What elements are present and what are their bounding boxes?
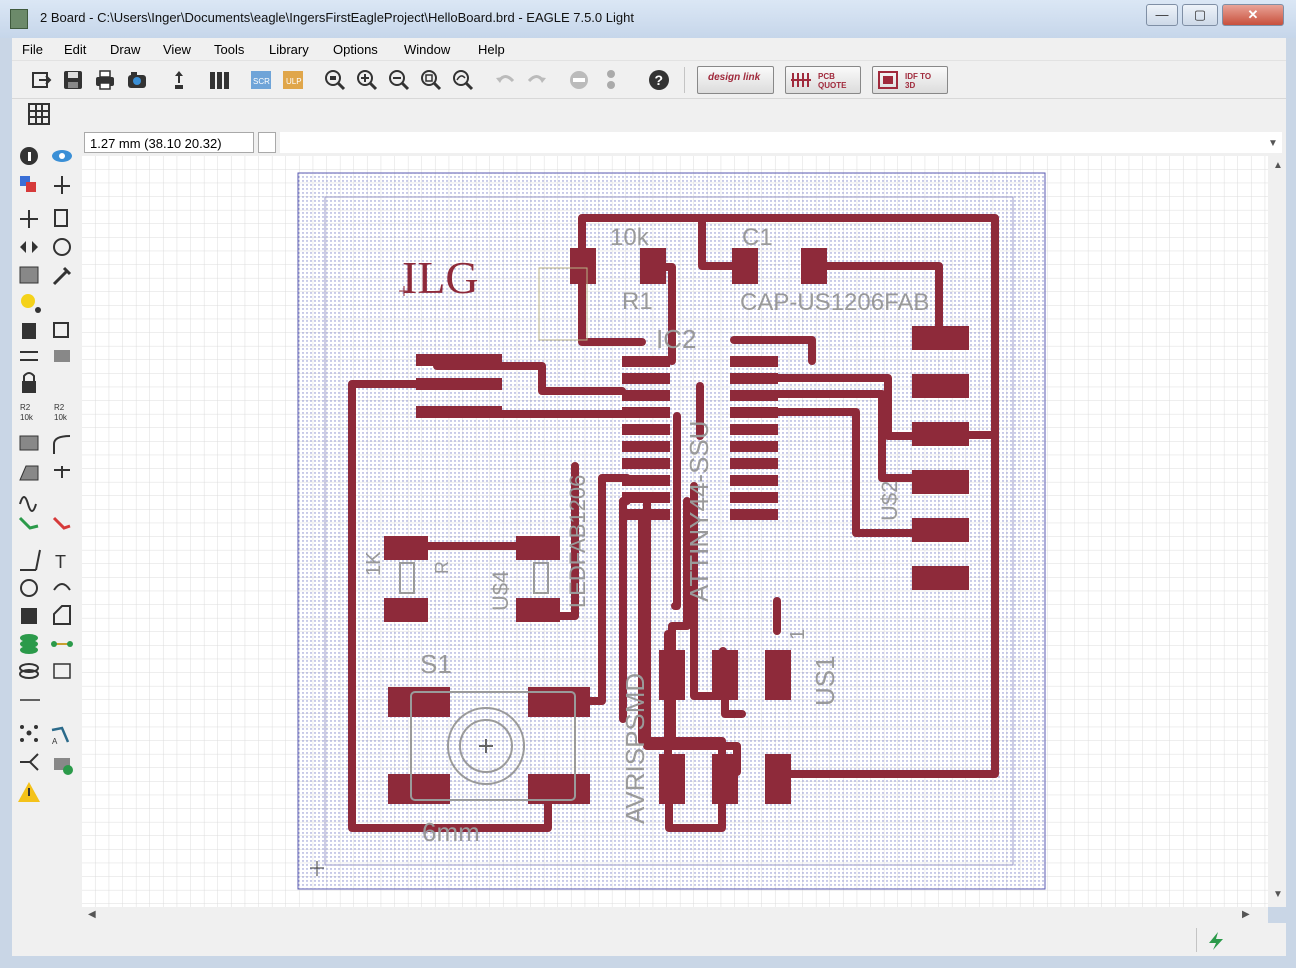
svg-text:10k: 10k (20, 413, 34, 422)
menu-bar: File Edit Draw View Tools Library Option… (12, 38, 1286, 60)
avrisp-label: AVRISPSMD (620, 673, 650, 824)
export-icon[interactable] (168, 69, 190, 91)
print-icon[interactable] (94, 69, 116, 91)
scroll-down-icon[interactable]: ▼ (1273, 889, 1283, 900)
grid-icon[interactable] (28, 103, 50, 125)
svg-text:ULP: ULP (286, 77, 302, 86)
command-input[interactable] (280, 132, 1282, 153)
menu-draw[interactable]: Draw (110, 42, 141, 57)
idf-icon (877, 70, 899, 93)
pcb-layout[interactable]: ILG 10k R1 C1 CAP-US1206FAB IC2 ATTINY44… (82, 156, 1268, 907)
idf-label: IDF TO 3D (905, 72, 932, 90)
pcb-quote-button[interactable]: PCB QUOTE (785, 66, 861, 94)
svg-text:A: A (52, 737, 58, 746)
minimize-button[interactable]: — (1146, 4, 1178, 26)
status-separator (1196, 928, 1197, 952)
svg-text:R2: R2 (54, 403, 65, 412)
close-button[interactable]: ✕ (1222, 4, 1284, 26)
script-icon[interactable]: SCR (250, 69, 272, 91)
svg-text:T: T (55, 552, 66, 572)
coordinate-display: 1.27 mm (38.10 20.32) (84, 132, 254, 153)
design-link-label: design link (708, 72, 761, 83)
zoom-fit-icon[interactable] (324, 69, 346, 91)
open-icon[interactable] (30, 69, 52, 91)
command-history-button[interactable] (258, 132, 276, 153)
zoom-select-icon[interactable] (420, 69, 442, 91)
r1-name-label: R1 (622, 288, 653, 315)
svg-text:R2: R2 (20, 403, 31, 412)
ulp-icon[interactable]: ULP (282, 69, 304, 91)
status-ok-icon[interactable] (1206, 931, 1226, 954)
board-outline (324, 196, 1014, 866)
redo-icon[interactable] (526, 69, 548, 91)
c1-value-label: CAP-US1206FAB (740, 289, 929, 316)
scroll-up-icon[interactable]: ▲ (1273, 160, 1283, 171)
menu-library[interactable]: Library (269, 42, 309, 57)
window-frame-bottom (0, 956, 1296, 968)
status-bar (82, 923, 1286, 956)
menu-help[interactable]: Help (478, 42, 505, 57)
board-canvas[interactable]: ILG 10k R1 C1 CAP-US1206FAB IC2 ATTINY44… (82, 156, 1268, 907)
stop-icon[interactable] (568, 69, 590, 91)
cam-icon[interactable] (126, 69, 148, 91)
c1-name-label: C1 (742, 224, 773, 251)
board-labels: ILG 10k R1 C1 CAP-US1206FAB IC2 ATTINY44… (363, 224, 929, 847)
menu-tools[interactable]: Tools (214, 42, 245, 57)
menu-window[interactable]: Window (404, 42, 451, 57)
r-label: R (432, 561, 452, 574)
parameter-toolbar (12, 98, 1286, 131)
scroll-left-icon[interactable]: ◀ (88, 909, 96, 920)
zoom-out-icon[interactable] (388, 69, 410, 91)
design-link-button[interactable]: design link (697, 66, 774, 94)
pcb-quote-label: PCB QUOTE (818, 72, 847, 90)
pin1-label: 1 (787, 629, 809, 640)
save-icon[interactable] (62, 69, 84, 91)
u2-label: U$2 (877, 481, 902, 521)
scroll-right-icon[interactable]: ▶ (1242, 909, 1250, 920)
title-bar: 2 Board - C:\Users\Inger\Documents\eagle… (0, 0, 1296, 38)
menu-file[interactable]: File (22, 42, 43, 57)
eagle-app-icon (10, 9, 28, 29)
menu-edit[interactable]: Edit (64, 42, 87, 57)
help-icon[interactable]: ? (648, 69, 670, 91)
u4-value-label: LEDFAB1206 (565, 475, 590, 608)
command-toolbar-icons[interactable]: R2 10k R2 10k T A (12, 130, 82, 956)
svg-text:SCR: SCR (253, 77, 270, 86)
main-toolbar: SCR ULP ? design link PCB QUOTE IDF TO 3… (12, 60, 1286, 99)
horizontal-scrollbar[interactable]: ◀ ▶ (82, 907, 1268, 923)
ic2-name-label: IC2 (656, 324, 696, 354)
command-line-row: 1.27 mm (38.10 20.32) ▼ (82, 130, 1286, 156)
command-dropdown-icon[interactable]: ▼ (1268, 138, 1278, 149)
menu-view[interactable]: View (163, 42, 191, 57)
us1-label: US1 (810, 655, 840, 706)
r-1k-label: 1K (363, 551, 385, 576)
menu-options[interactable]: Options (333, 42, 378, 57)
toolbar-separator (684, 67, 685, 93)
zoom-redraw-icon[interactable] (452, 69, 474, 91)
window-title: 2 Board - C:\Users\Inger\Documents\eagle… (40, 10, 634, 25)
pcb-quote-icon (790, 71, 812, 92)
svg-text:?: ? (655, 72, 664, 88)
logo-origin-marker (399, 286, 409, 296)
logo-text: ILG (402, 252, 479, 303)
go-icon[interactable] (600, 69, 622, 91)
silkscreen (399, 267, 588, 801)
r1-value-label: 10k (610, 224, 650, 251)
idf-to-3d-button[interactable]: IDF TO 3D (872, 66, 948, 94)
library-icon[interactable] (208, 69, 230, 91)
command-toolbar: R2 10k R2 10k T A (12, 130, 82, 956)
undo-icon[interactable] (494, 69, 516, 91)
u4-label: U$4 (488, 571, 513, 611)
s1-label: S1 (420, 649, 452, 679)
origin-marker (310, 861, 324, 876)
vertical-scrollbar[interactable]: ▲ ▼ (1268, 156, 1286, 907)
s1-value-label: 6mm (422, 817, 480, 847)
ic2-value-label: ATTINY44-SSU (684, 420, 714, 602)
zoom-in-icon[interactable] (356, 69, 378, 91)
maximize-button[interactable]: ▢ (1182, 4, 1218, 26)
svg-text:10k: 10k (54, 413, 68, 422)
